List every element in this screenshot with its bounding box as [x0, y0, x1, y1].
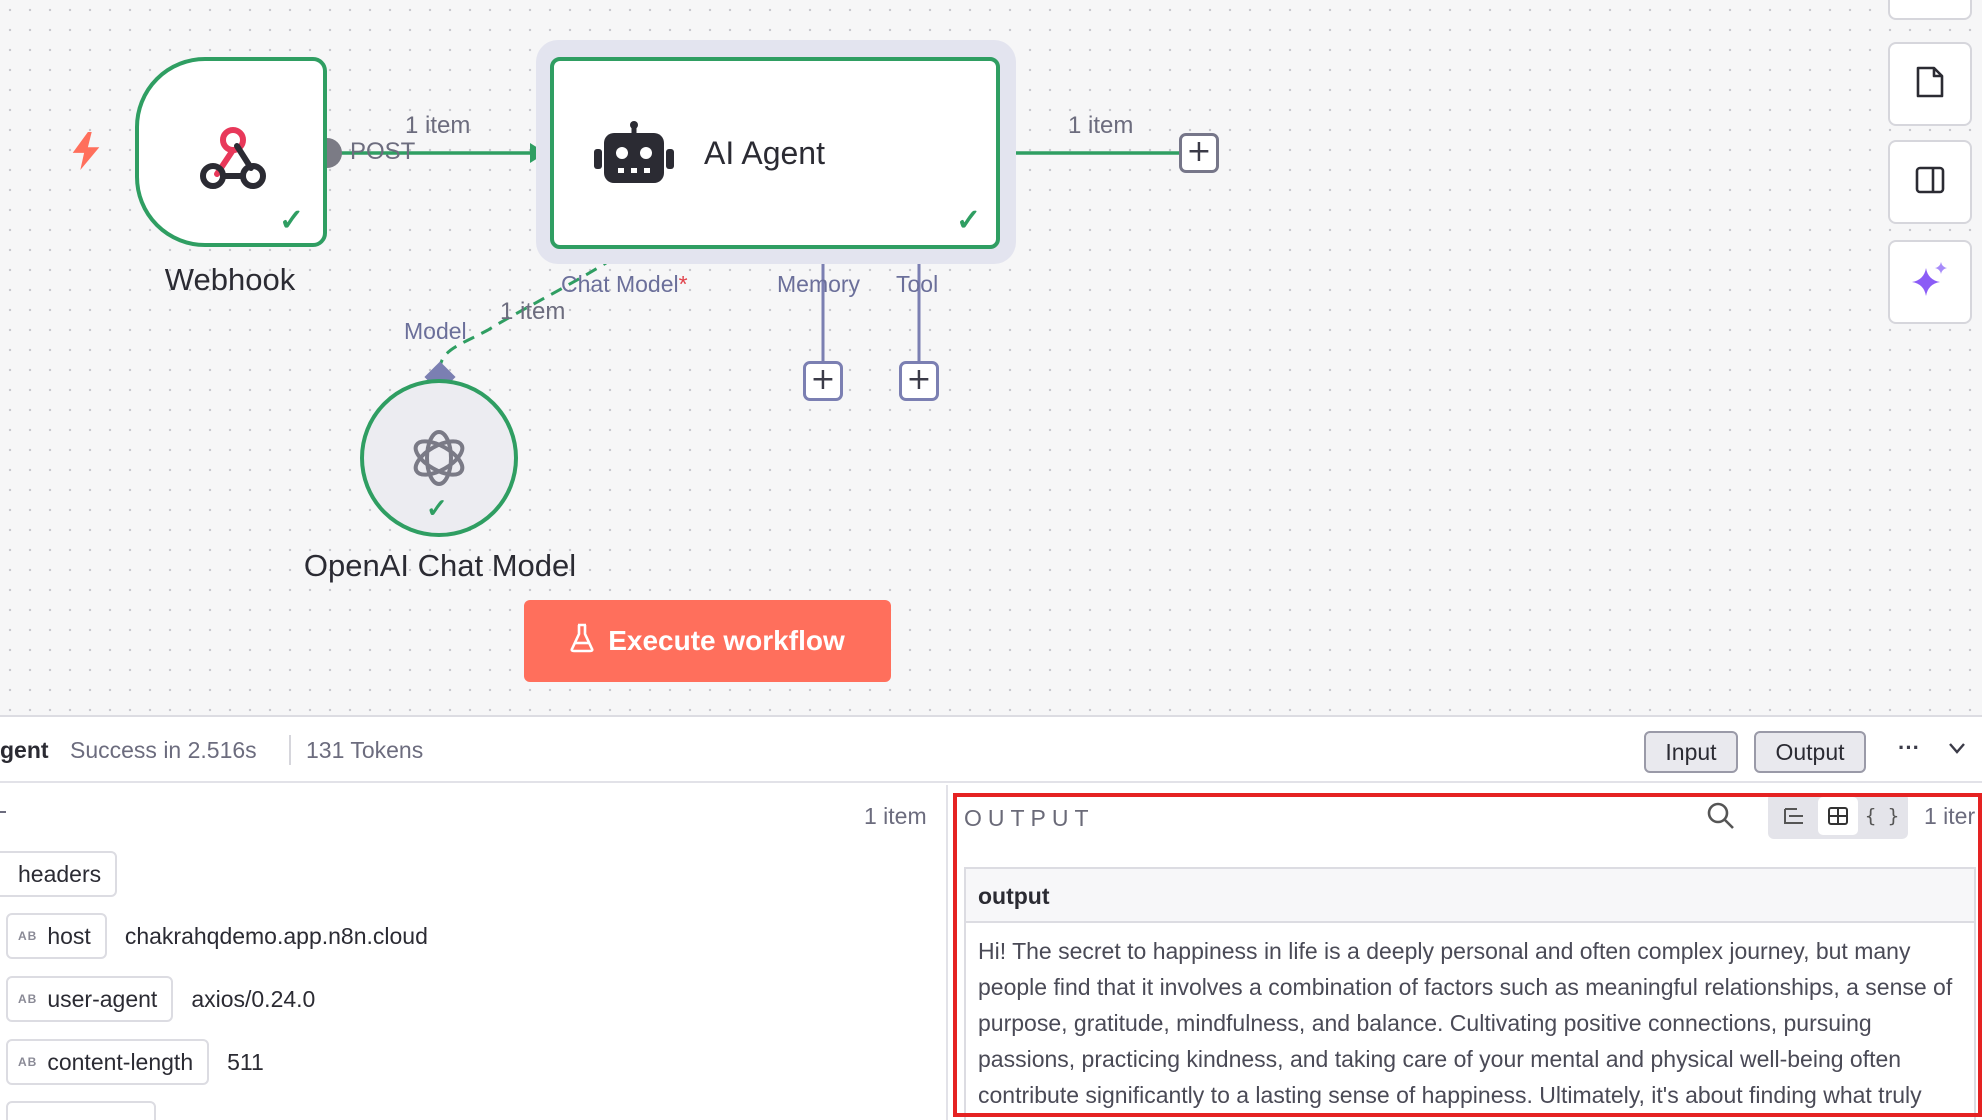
memory-port-label: Memory — [777, 271, 861, 297]
field-value: 511 — [227, 1048, 264, 1075]
header-divider — [289, 735, 291, 765]
field-value: chakrahqdemo.app.n8n.cloud — [124, 922, 428, 949]
token-count: 131 Tokens — [306, 737, 424, 763]
success-check-icon: ✓ — [956, 204, 982, 237]
add-tool-button[interactable]: + — [899, 361, 939, 401]
ai-assistant-button[interactable] — [1888, 240, 1972, 324]
webhook-method-label: POST — [350, 138, 416, 165]
webhook-node[interactable]: ✓ — [135, 57, 327, 247]
field-value: axios/0.24.0 — [191, 985, 316, 1012]
input-field-user-agent[interactable]: AB user-agent axios/0.24.0 — [6, 976, 315, 1022]
sparkle-ai-icon — [1910, 260, 1950, 305]
json-view-icon[interactable]: { } — [1864, 805, 1900, 827]
output-toggle-button[interactable]: Output — [1754, 731, 1866, 773]
field-key: user-agent — [47, 985, 158, 1012]
output-table: output Hi! The secret to happiness in li… — [964, 867, 1976, 1120]
input-field-next[interactable] — [6, 1101, 156, 1120]
output-pane: OUTPUT { } 1 iter output Hi! The secret … — [950, 785, 1982, 1120]
string-type-icon: AB — [18, 1055, 38, 1069]
execution-status: Success in 2.516s — [70, 737, 257, 763]
search-icon[interactable] — [1706, 801, 1736, 836]
input-field-headers[interactable]: headers — [0, 851, 118, 897]
add-next-node-button[interactable]: + — [1179, 133, 1219, 173]
webhook-node-label: Webhook — [164, 262, 296, 297]
input-field-host[interactable]: AB host chakrahqdemo.app.n8n.cloud — [6, 913, 428, 959]
node-output-panel: gent Success in 2.516s 131 Tokens Input … — [0, 715, 1982, 1120]
toolbar-top-button[interactable] — [1888, 0, 1972, 20]
field-key: headers — [18, 860, 102, 887]
input-toggle-button[interactable]: Input — [1644, 731, 1738, 773]
openai-chat-model-node[interactable]: ✓ — [360, 379, 518, 537]
webhook-icon — [197, 124, 269, 195]
string-type-icon: AB — [18, 929, 38, 943]
success-check-icon: ✓ — [279, 204, 305, 237]
table-column-header: output — [966, 869, 1974, 923]
string-type-icon: AB — [18, 992, 38, 1006]
ai-agent-node[interactable]: AI Agent ✓ — [550, 57, 1000, 249]
model-link-item-count: 1 item — [500, 298, 566, 325]
input-pane: 1 item headers AB host chakrahqdemo.app.n… — [0, 785, 948, 1120]
node-name: gent — [0, 737, 49, 763]
input-item-count: 1 item — [864, 803, 927, 829]
openai-icon — [408, 427, 470, 494]
table-view-icon[interactable] — [1818, 797, 1858, 835]
output-item-count: 1 iter — [1924, 803, 1976, 829]
schema-view-icon[interactable] — [1774, 797, 1814, 835]
field-key: host — [47, 922, 91, 949]
toggle-panel-button[interactable] — [1888, 140, 1972, 224]
workflow-canvas[interactable]: ✓ Webhook POST 1 item AI Agent ✓ 1 item … — [0, 0, 1982, 715]
input-field-content-length[interactable]: AB content-length 511 — [6, 1039, 264, 1085]
openai-node-label: OpenAI Chat Model — [303, 548, 577, 583]
sticky-note-button[interactable] — [1888, 42, 1972, 126]
ai-agent-node-label: AI Agent — [704, 135, 825, 171]
output-title: OUTPUT — [964, 805, 1095, 831]
success-check-icon: ✓ — [426, 493, 448, 523]
field-key: content-length — [47, 1048, 194, 1075]
more-options-icon[interactable]: ··· — [1898, 735, 1920, 760]
chat-model-port-label: Chat Model* — [561, 271, 688, 297]
agent-output-item-count: 1 item — [1068, 112, 1134, 139]
chevron-down-icon[interactable] — [1946, 737, 1968, 764]
tool-port-label: Tool — [896, 271, 939, 297]
robot-icon — [592, 121, 676, 192]
flask-icon — [570, 623, 594, 660]
add-memory-button[interactable]: + — [803, 361, 843, 401]
model-port-label: Model — [404, 318, 467, 344]
sticky-note-icon — [1915, 65, 1945, 104]
input-pane-tick — [0, 811, 6, 813]
execute-workflow-button[interactable]: Execute workflow — [524, 600, 891, 682]
panel-header: gent Success in 2.516s 131 Tokens Input … — [0, 717, 1982, 783]
view-mode-switch: { } — [1768, 793, 1908, 839]
execute-workflow-label: Execute workflow — [608, 625, 845, 656]
table-cell[interactable]: Hi! The secret to happiness in life is a… — [978, 938, 1953, 1120]
trigger-bolt-icon — [70, 132, 102, 175]
panel-icon — [1914, 165, 1946, 200]
connection-item-count: 1 item — [405, 112, 471, 139]
